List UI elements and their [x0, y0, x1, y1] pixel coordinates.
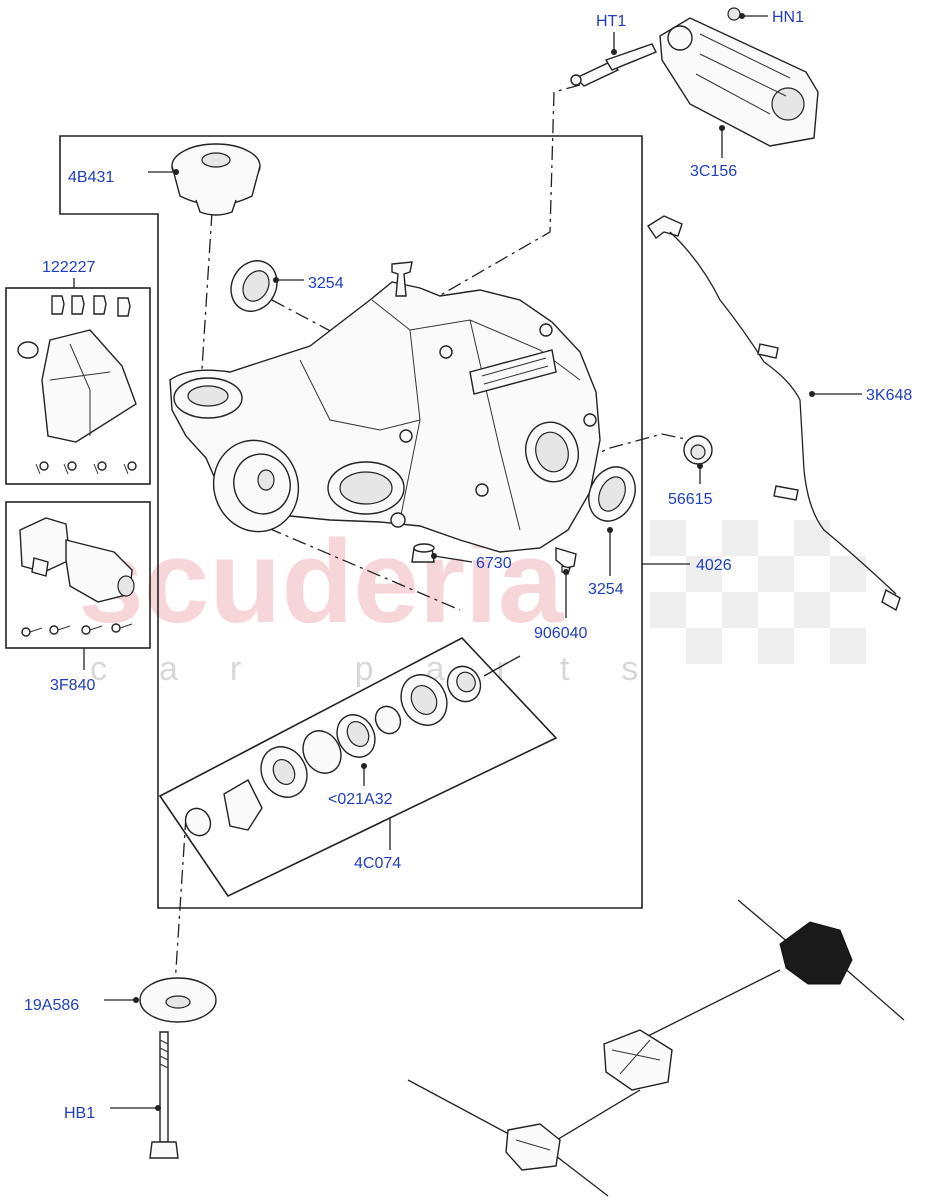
label-906040: 906040	[534, 625, 587, 642]
label-021a32: <021A32	[328, 791, 393, 808]
label-6730: 6730	[476, 555, 512, 572]
label-3254-top: 3254	[308, 275, 344, 292]
label-122227: 122227	[42, 259, 95, 276]
label-hb1: HB1	[64, 1105, 95, 1122]
differential-housing	[169, 261, 601, 553]
label-3254-right: 3254	[588, 581, 624, 598]
seal-3254-top	[230, 260, 278, 312]
label-ht1: HT1	[596, 13, 626, 30]
label-19a586: 19A586	[24, 997, 79, 1014]
label-3f840: 3F840	[50, 677, 95, 694]
label-3k648: 3K648	[866, 387, 912, 404]
plug-6730	[411, 543, 435, 563]
watermark: scuderia car parts	[78, 516, 866, 688]
checker-pattern	[650, 520, 866, 664]
label-4026: 4026	[696, 557, 732, 574]
label-4b431: 4B431	[68, 169, 114, 186]
harness-3k648	[647, 215, 901, 612]
actuator-box	[5, 501, 151, 649]
rear-diff-highlight	[779, 921, 853, 985]
label-4c074: 4C074	[354, 855, 401, 872]
cover-kit-box	[5, 287, 151, 485]
label-56615: 56615	[668, 491, 713, 508]
label-3c156: 3C156	[690, 163, 737, 180]
label-hn1: HN1	[772, 9, 804, 26]
watermark-tagline: car parts	[90, 650, 690, 688]
bolt-hb1	[149, 1031, 179, 1159]
actuator-3f840	[19, 517, 135, 637]
bearing-kit-frame	[158, 637, 558, 898]
plug-56615	[683, 435, 713, 465]
driveline-overview-illustration	[407, 899, 905, 1197]
cover-kit-122227	[17, 295, 137, 475]
mount-bush-4b431	[171, 143, 261, 216]
bearing-kit-4c074	[184, 655, 521, 837]
harness-connector-group	[570, 7, 819, 147]
washer-19a586	[139, 977, 217, 1023]
main-assembly-frame	[59, 135, 643, 909]
seal-3254-right	[588, 466, 636, 522]
connector-stud	[574, 61, 620, 87]
